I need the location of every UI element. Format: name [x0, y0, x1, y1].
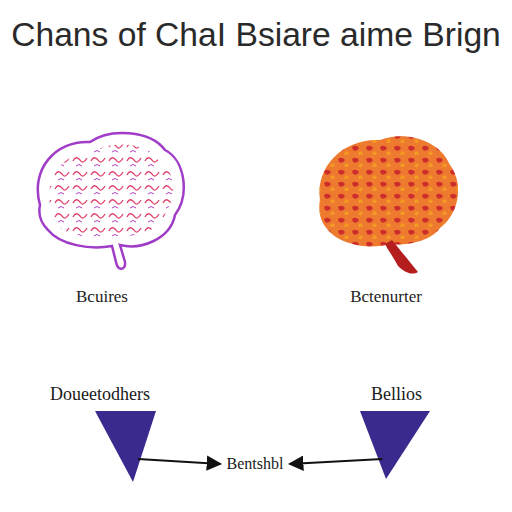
triangle-node: Doueetodhers [48, 384, 152, 477]
triangle-shape [360, 411, 430, 479]
filled-brain [319, 136, 458, 273]
triangle-shape [95, 411, 156, 482]
arrow-connector [138, 459, 221, 464]
node-label: Bellios [368, 384, 424, 405]
brain-caption: Bcuires [76, 287, 128, 307]
triangle-area [48, 405, 152, 477]
node-label: Doueetodhers [48, 384, 152, 405]
brain-caption: Bctenurter [350, 287, 422, 307]
arrow-connector [290, 459, 383, 464]
target-text: Bentshbl [225, 455, 286, 473]
diagram-title: Chans of ChaI Bsiare aime Brign [11, 16, 501, 54]
node-label: Bentshbl [225, 455, 286, 473]
triangle-node: Bellios [368, 384, 424, 477]
triangle-area [368, 405, 424, 477]
outline-brain [38, 133, 184, 269]
